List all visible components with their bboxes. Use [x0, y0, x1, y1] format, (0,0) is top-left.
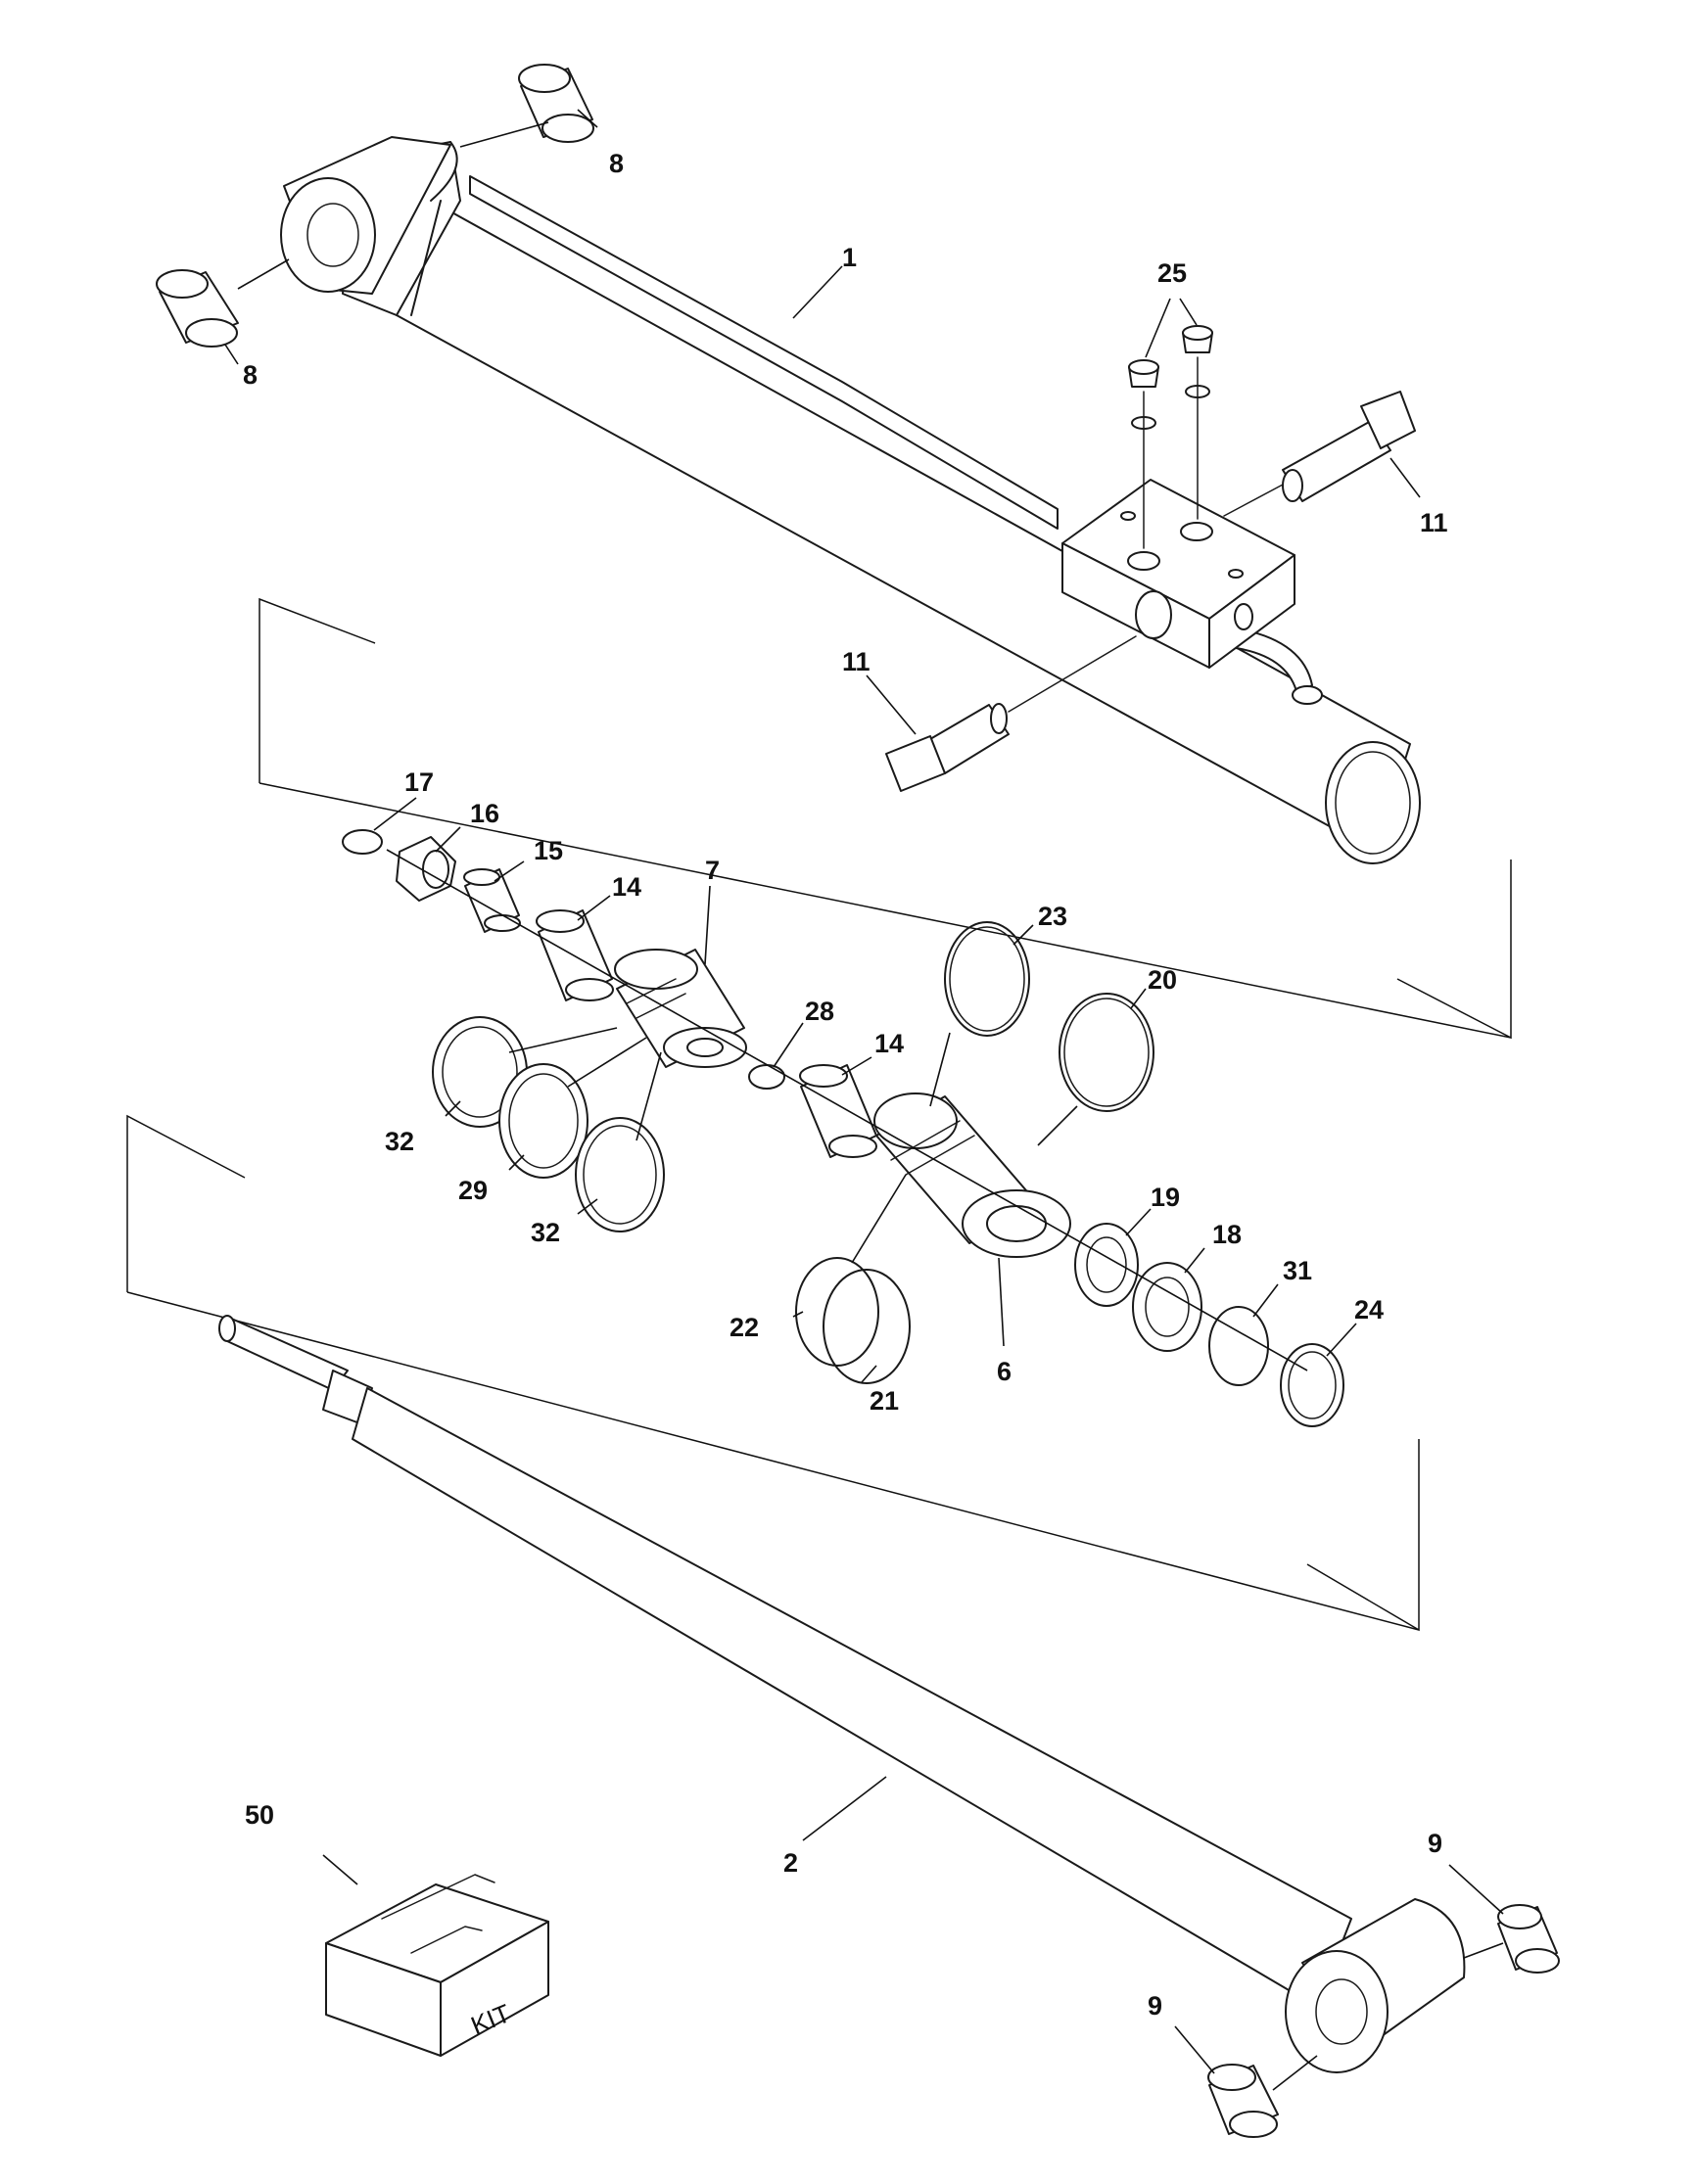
bushing-connector	[1272, 2055, 1318, 2091]
callout-1: 1	[842, 243, 857, 272]
plug-right	[1182, 325, 1213, 520]
callout-7: 7	[705, 856, 720, 885]
callout-21: 21	[870, 1386, 899, 1416]
bushing-connector	[1463, 1942, 1504, 1959]
bushing-14a	[536, 909, 614, 1001]
gland-6	[873, 1092, 1071, 1258]
o-ring-20	[1059, 993, 1154, 1112]
bushing-14b	[799, 1064, 877, 1158]
leader-lines	[224, 109, 1504, 2074]
callout-16: 16	[470, 799, 499, 828]
callout-8-lower: 8	[243, 360, 258, 390]
callout-14-right: 14	[874, 1029, 904, 1058]
callout-11-upper: 11	[1420, 508, 1448, 537]
piston-rod	[218, 1315, 1466, 2073]
callout-20: 20	[1148, 965, 1177, 995]
relief-valve-upper	[1223, 391, 1416, 517]
callout-9-upper: 9	[1428, 1829, 1442, 1858]
callout-24: 24	[1354, 1295, 1384, 1324]
callout-29: 29	[458, 1176, 488, 1205]
bushing-rod-lower	[1207, 2064, 1279, 2138]
snap-ring-31	[1208, 1306, 1269, 1386]
relief-valve-lower	[885, 635, 1137, 792]
callout-6: 6	[997, 1357, 1012, 1386]
cylinder-barrel	[280, 136, 1421, 864]
callout-14-left: 14	[612, 872, 641, 902]
callout-50: 50	[245, 1800, 274, 1830]
wear-ring-29	[498, 1063, 589, 1179]
callout-11-lower: 11	[842, 647, 871, 676]
callout-22: 22	[730, 1313, 759, 1342]
rod-seal-19	[1074, 1223, 1139, 1307]
retaining-ring-17	[342, 829, 383, 855]
callout-labels: 8 8 1 25 11 11 17 16 15 14 7 23 20 28 14…	[243, 149, 1448, 2021]
projection-frame-lower	[126, 1114, 1420, 1632]
bushing-upper	[518, 64, 594, 143]
port-block	[1061, 479, 1295, 669]
callout-28: 28	[805, 997, 834, 1026]
backup-ring-22	[795, 1257, 879, 1367]
seal-ring-32b	[575, 1117, 665, 1232]
o-ring-28	[748, 1064, 785, 1090]
o-ring-23	[944, 921, 1030, 1037]
projection-frame-upper	[259, 597, 1512, 1040]
nut-16	[396, 836, 456, 902]
wiper-18	[1132, 1262, 1202, 1352]
callout-8-upper: 8	[609, 149, 624, 178]
callout-15: 15	[534, 836, 563, 865]
callout-23: 23	[1038, 902, 1067, 931]
spacer-15	[463, 868, 521, 933]
callout-9-lower: 9	[1148, 1991, 1162, 2021]
bushing-connector	[459, 121, 549, 148]
bushing-rod-upper	[1497, 1904, 1560, 1974]
callout-18: 18	[1212, 1220, 1242, 1249]
callout-32-upper: 32	[385, 1127, 414, 1156]
plug-left	[1128, 359, 1159, 549]
callout-25: 25	[1157, 258, 1187, 288]
callout-32-lower: 32	[531, 1218, 560, 1247]
kit-box	[325, 1874, 549, 2057]
o-ring-21	[823, 1269, 911, 1384]
callout-19: 19	[1151, 1183, 1180, 1212]
callout-31: 31	[1283, 1256, 1312, 1285]
callout-17: 17	[404, 767, 434, 797]
bushing-lower	[156, 269, 239, 348]
ring-24	[1280, 1343, 1344, 1427]
piston-7	[614, 949, 747, 1068]
bushing-connector	[237, 258, 290, 290]
callout-2: 2	[783, 1848, 798, 1878]
